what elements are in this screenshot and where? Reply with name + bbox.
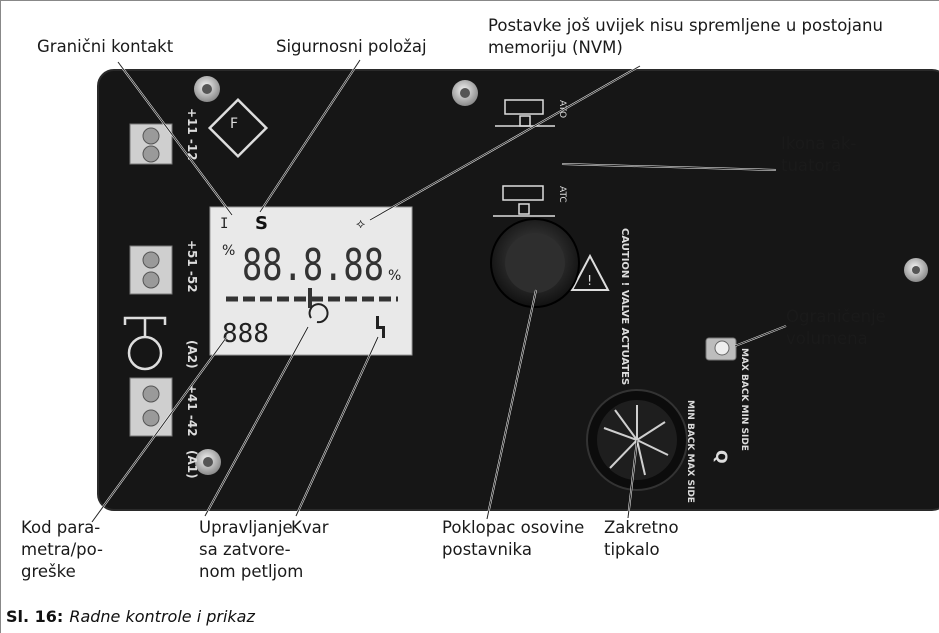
lcd-safety-s: S [255, 213, 268, 234]
terminal-a1-label: (A1) [185, 450, 199, 479]
svg-text:F: F [230, 116, 238, 132]
svg-text:%: % [388, 268, 401, 284]
label-rotary-pushbutton: Zakretno tipkalo [604, 517, 679, 561]
lcd-code-digits: 888 [222, 319, 269, 349]
lcd-nvm-icon: ⟡ [356, 216, 365, 232]
lcd-main-segments: 88.8.88 [242, 240, 384, 291]
svg-text:ATC: ATC [557, 186, 567, 203]
q-symbol: Q [712, 450, 731, 464]
svg-text:!: ! [587, 274, 592, 289]
label-fault: Kvar [291, 517, 328, 539]
label-closed-loop: Upravljanje sa zatvore- nom petljom [199, 517, 303, 583]
caption-number: Sl. 16: [6, 607, 63, 626]
caution-text: CAUTION ! VALVE ACTUATES [619, 228, 630, 385]
terminal-block-3 [130, 378, 172, 436]
terminal-block-2 [130, 246, 172, 294]
volume-restriction [706, 338, 736, 360]
label-nvm-not-saved: Postavke još uvijek nisu spremljene u po… [488, 15, 883, 59]
terminal-block-1 [130, 124, 172, 164]
terminal-label-1: +11 -12 [185, 108, 199, 161]
label-safety-position: Sigurnosni položaj [276, 36, 427, 58]
screw [904, 258, 928, 282]
figure-caption: Sl. 16: Radne kontrole i prikaz [6, 606, 255, 628]
label-parameter-code: Kod para- metra/po- greške [21, 517, 103, 583]
max-back-text: MAX BACK MIN SIDE [739, 348, 749, 451]
label-shaft-cover: Poklopac osovine postavnika [442, 517, 584, 561]
screw [452, 80, 478, 106]
lcd-limit-icon: I [220, 216, 228, 232]
svg-text:%: % [222, 243, 235, 259]
label-actuator-icon: Ikona ak- tuatora [781, 133, 856, 177]
label-volume-restriction: Ograničenje volumena [786, 306, 886, 350]
screw [194, 76, 220, 102]
lcd-display: I S ⟡ % % 88.8.88 888 [210, 207, 412, 355]
label-limit-contact: Granični kontakt [37, 36, 173, 58]
caption-text: Radne kontrole i prikaz [69, 607, 255, 626]
terminal-a2-label: (A2) [185, 340, 199, 369]
terminal-label-2: +51 -52 [185, 240, 199, 293]
